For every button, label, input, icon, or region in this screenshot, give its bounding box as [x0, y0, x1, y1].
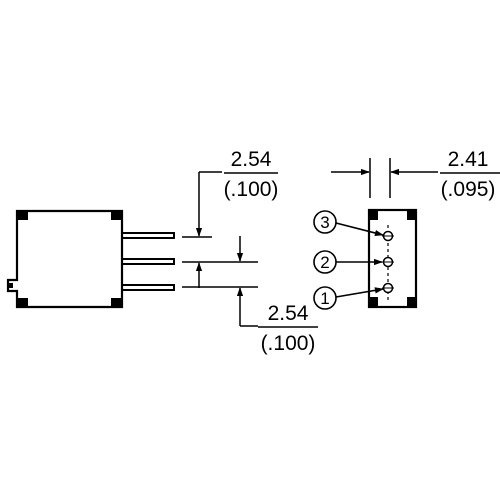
pin-callout-circle-1 — [313, 286, 337, 310]
side-view — [6, 209, 175, 309]
pin-callout-circle-3 — [313, 210, 337, 234]
corner-pad-bottom-right — [111, 298, 121, 306]
lead-middle — [121, 258, 175, 265]
body-outline — [6, 209, 124, 309]
side-notch — [8, 283, 13, 288]
row-width-dimension — [331, 158, 438, 198]
lead-bottom — [121, 284, 175, 291]
bottom-pitch-inch: (.100) — [261, 332, 316, 355]
top-pitch-mm: 2.54 — [231, 148, 272, 171]
end-view-body — [367, 208, 418, 309]
end-view — [367, 208, 418, 309]
corner-pad-top-left — [18, 212, 28, 220]
row-width-inch: (.095) — [441, 178, 496, 201]
end-pad-top-right — [407, 211, 415, 220]
pitch-dimension-lines — [182, 171, 500, 328]
end-pad-top-left — [370, 211, 378, 220]
top-pitch-inch: (.100) — [224, 178, 279, 201]
corner-pad-top-right — [111, 212, 121, 220]
row-width-mm: 2.41 — [448, 148, 489, 171]
pin-callouts — [313, 210, 384, 310]
corner-pad-bottom-left — [18, 298, 28, 306]
end-pad-bottom-right — [407, 297, 415, 306]
pin-number-3: 3 — [320, 213, 329, 232]
bottom-pitch-mm: 2.54 — [268, 302, 309, 325]
pin-number-2: 2 — [320, 253, 329, 272]
pin-callout-leader-3 — [335, 222, 384, 237]
end-pad-bottom-left — [370, 297, 378, 306]
lead-top — [121, 232, 175, 239]
pin-number-1: 1 — [320, 289, 329, 308]
pin-callout-leader-1 — [335, 287, 384, 298]
